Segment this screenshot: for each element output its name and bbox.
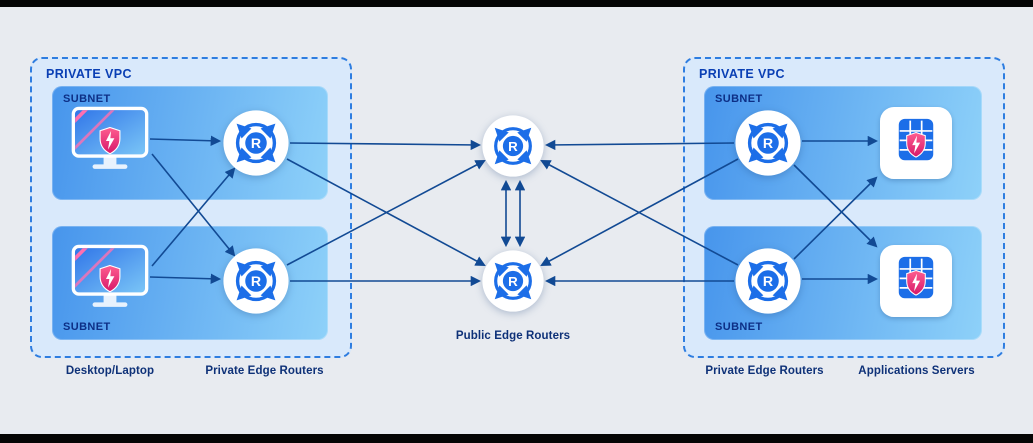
application-server-icon [885, 250, 947, 312]
desktop-monitor-icon [66, 240, 154, 317]
application-server-1 [880, 107, 952, 179]
public-edge-router-2 [481, 249, 545, 318]
router-icon [734, 247, 802, 315]
caption-right-private-routers: Private Edge Routers [705, 365, 824, 377]
top-bar [0, 0, 1033, 7]
private-edge-router-left-1 [222, 109, 290, 182]
caption-desktop-laptop: Desktop/Laptop [65, 365, 155, 377]
caption-applications-servers: Applications Servers [858, 365, 975, 377]
left-vpc-label: PRIVATE VPC [46, 67, 132, 81]
router-icon [481, 249, 545, 313]
bottom-bar [0, 434, 1033, 443]
private-edge-router-right-1 [734, 109, 802, 182]
desktop-monitor-icon [66, 102, 154, 179]
application-server-icon [885, 112, 947, 174]
caption-left-private-routers: Private Edge Routers [205, 365, 324, 377]
caption-public-edge-routers: Public Edge Routers [455, 330, 571, 342]
right-subnet-2-label: SUBNET [715, 321, 763, 333]
right-subnet-1-label: SUBNET [715, 93, 763, 105]
left-subnet-1-label: SUBNET [63, 93, 111, 105]
right-vpc-label: PRIVATE VPC [699, 67, 785, 81]
right-private-vpc: PRIVATE VPC SUBNET SUBNET [683, 57, 1005, 358]
router-icon [222, 247, 290, 315]
router-icon [481, 114, 545, 178]
public-edge-router-1 [481, 114, 545, 183]
desktop-laptop-1 [66, 102, 154, 184]
router-icon [734, 109, 802, 177]
application-server-2 [880, 245, 952, 317]
desktop-laptop-2 [66, 240, 154, 322]
private-edge-router-left-2 [222, 247, 290, 320]
private-edge-router-right-2 [734, 247, 802, 320]
router-icon [222, 109, 290, 177]
left-subnet-2-label: SUBNET [63, 321, 111, 333]
